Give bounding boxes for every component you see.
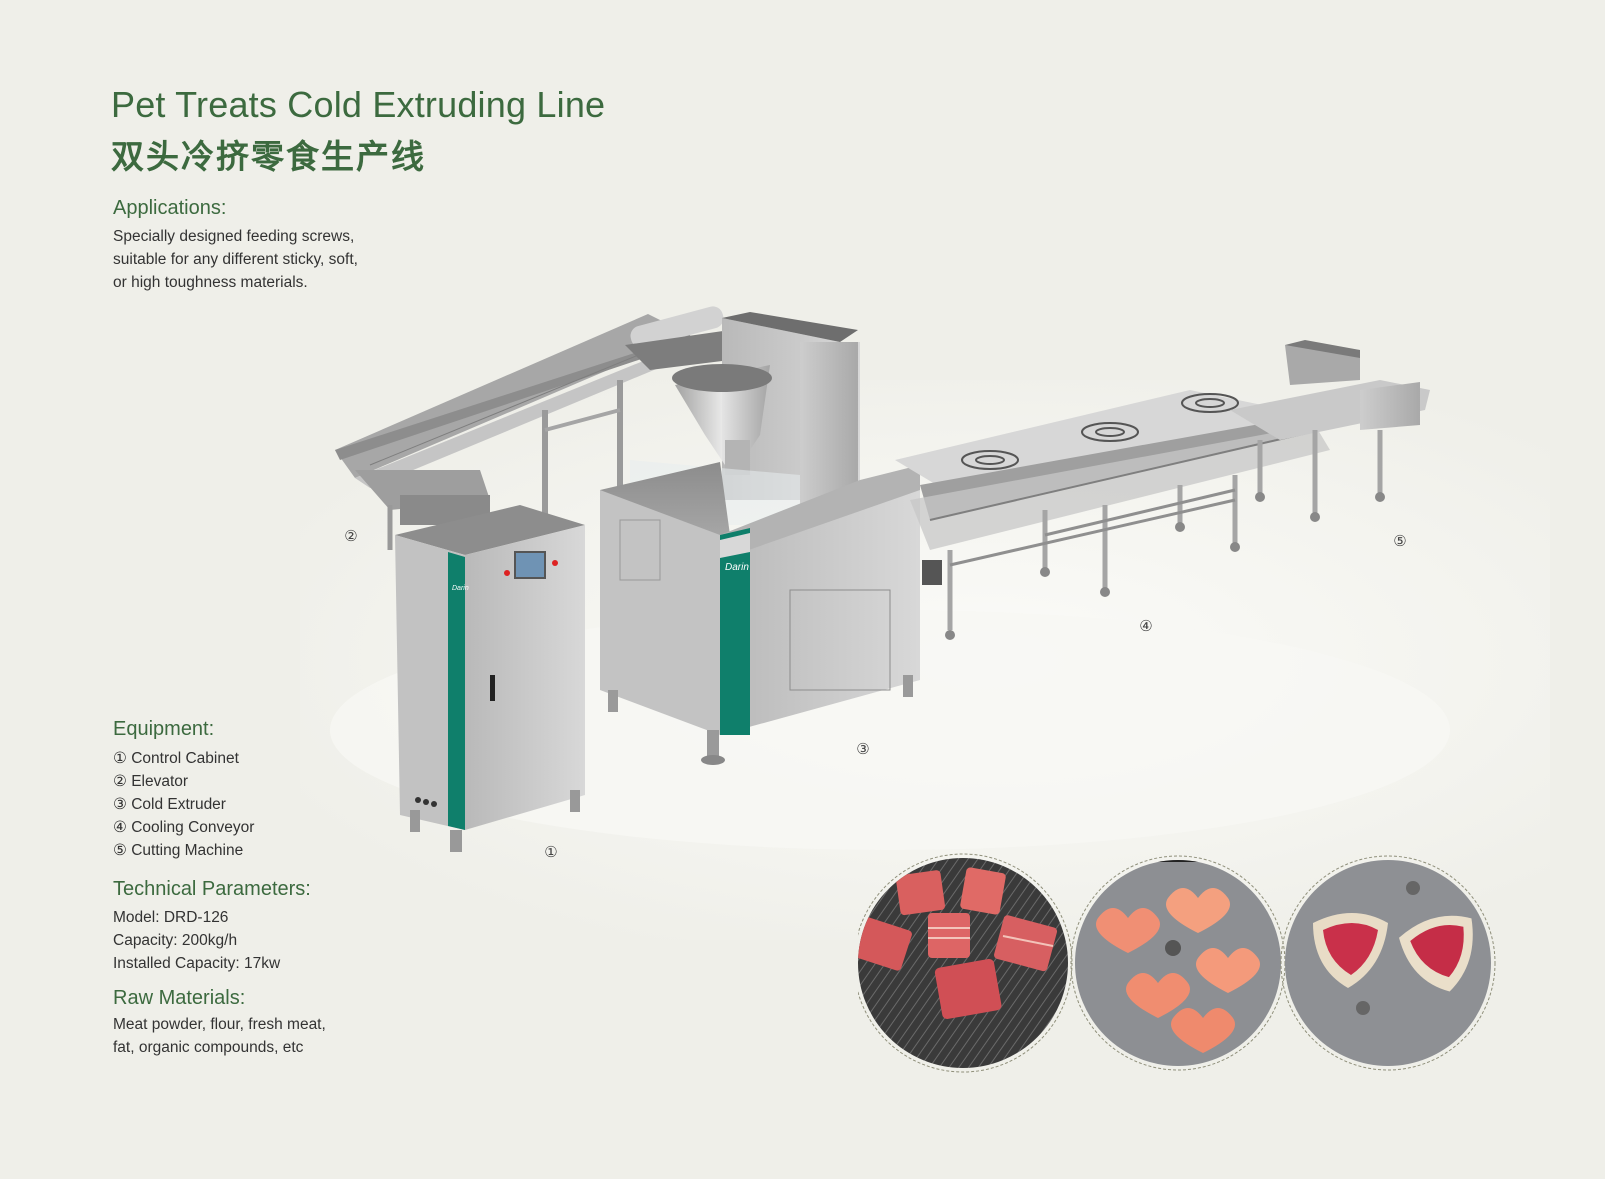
technical-text: Model: DRD-126 Capacity: 200kg/h Install… (113, 906, 280, 975)
marker-cutting-machine: ⑤ (1393, 533, 1407, 550)
marker-control-cabinet: ① (544, 844, 558, 861)
equipment-item: ② Elevator (113, 773, 189, 790)
equipment-list: ① Control Cabinet ② Elevator ③ Cold Extr… (113, 747, 254, 862)
cooling-conveyor (895, 390, 1330, 640)
cold-extruder: Darin (600, 312, 920, 765)
page-title-chinese: 双头冷挤零食生产线 (111, 138, 426, 175)
page-title: Pet Treats Cold Extruding Line (111, 84, 606, 125)
cutting-machine (1230, 340, 1430, 522)
raw-materials-line: fat, organic compounds, etc (113, 1039, 304, 1056)
equipment-heading: Equipment: (113, 718, 215, 740)
technical-heading: Technical Parameters: (113, 878, 311, 900)
production-line-illustration: Darin Darin (330, 306, 1450, 852)
photo-heart-treats (1070, 855, 1286, 1071)
photo-layered-cubes (858, 853, 1073, 1073)
raw-materials-line: Meat powder, flour, fresh meat, (113, 1016, 326, 1033)
equipment-item: ⑤ Cutting Machine (113, 842, 244, 859)
brand-logo-extruder: Darin (725, 562, 749, 573)
marker-cold-extruder: ③ (856, 741, 870, 758)
equipment-item: ④ Cooling Conveyor (113, 819, 255, 836)
raw-materials-heading: Raw Materials: (113, 987, 246, 1009)
technical-line: Capacity: 200kg/h (113, 932, 238, 949)
marker-cooling-conveyor: ④ (1139, 618, 1153, 635)
elevator (335, 306, 730, 550)
marker-elevator: ② (344, 528, 358, 545)
technical-line: Model: DRD-126 (113, 909, 229, 926)
raw-materials-text: Meat powder, flour, fresh meat, fat, org… (113, 1013, 326, 1059)
applications-text: Specially designed feeding screws, suita… (113, 225, 358, 294)
applications-line: suitable for any different sticky, soft, (113, 251, 358, 268)
photo-triangle-treats (1280, 855, 1496, 1071)
product-photos (858, 853, 1496, 1073)
technical-line: Installed Capacity: 17kw (113, 955, 281, 972)
applications-line: or high toughness materials. (113, 274, 308, 291)
equipment-item: ① Control Cabinet (113, 750, 239, 767)
applications-line: Specially designed feeding screws, (113, 228, 355, 245)
equipment-item: ③ Cold Extruder (113, 796, 226, 813)
brand-logo-cabinet: Darin (452, 585, 469, 592)
control-cabinet: Darin (395, 505, 585, 852)
applications-heading: Applications: (113, 197, 227, 219)
